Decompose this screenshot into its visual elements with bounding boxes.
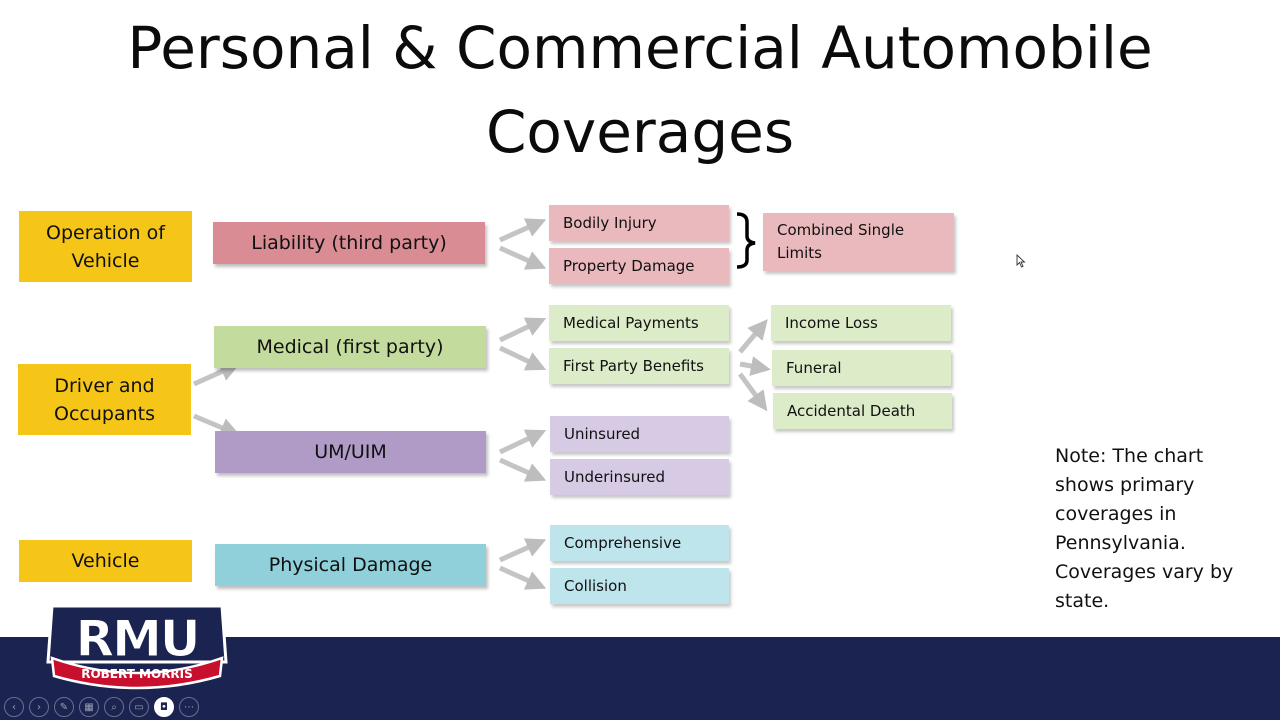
- sub-label: Funeral: [786, 359, 842, 377]
- category-label: Vehicle: [71, 550, 140, 572]
- arrow-fpb-death: [737, 372, 768, 412]
- brace: [736, 212, 756, 269]
- coverage-label: UM/UIM: [314, 441, 387, 463]
- svg-text:RMU: RMU: [76, 610, 199, 668]
- arrow-liability-bodily: [498, 218, 547, 243]
- next-icon[interactable]: ›: [29, 697, 49, 717]
- sub-bodily-injury: Bodily Injury: [549, 205, 729, 241]
- sub-property-damage: Property Damage: [549, 248, 729, 284]
- coverage-medical: Medical (first party): [214, 326, 486, 368]
- sub-first-party-benefits: First Party Benefits: [549, 348, 729, 384]
- note-text: Note: The chart shows primary coverages …: [1055, 445, 1234, 612]
- sub-label: Collision: [564, 577, 627, 595]
- arrow-liability-property: [498, 245, 547, 270]
- subtitles-icon[interactable]: ▭: [129, 697, 149, 717]
- sub-label: Accidental Death: [787, 402, 916, 420]
- sub-collision: Collision: [550, 568, 729, 604]
- category-driver-and-occupants: Driver and Occupants: [18, 364, 191, 435]
- sub-label: First Party Benefits: [563, 357, 704, 375]
- slide-title-line-1: Personal & Commercial Automobile: [127, 14, 1153, 82]
- sub-underinsured: Underinsured: [550, 459, 729, 495]
- prev-icon[interactable]: ‹: [4, 697, 24, 717]
- arrow-medical-fpb: [498, 345, 547, 371]
- pen-icon[interactable]: ✎: [54, 697, 74, 717]
- camera-icon[interactable]: ◘: [154, 697, 174, 717]
- slides-icon[interactable]: ▦: [79, 697, 99, 717]
- arrow-driver-medical: [192, 362, 241, 387]
- coverage-label: Medical (first party): [256, 336, 444, 358]
- arrow-physical-collision: [498, 565, 547, 590]
- sub-uninsured: Uninsured: [550, 416, 729, 452]
- rmu-logo: RMU ROBERT MORRIS: [46, 604, 228, 690]
- more-icon[interactable]: ⋯: [179, 697, 199, 717]
- arrow-umuim-uninsured: [498, 429, 547, 455]
- sub-label: Bodily Injury: [563, 214, 657, 232]
- arrow-physical-comprehensive: [498, 538, 547, 563]
- sub-accidental-death: Accidental Death: [773, 393, 952, 429]
- sub-label: Medical Payments: [563, 314, 699, 332]
- sub-medical-payments: Medical Payments: [549, 305, 729, 341]
- sub-label: Combined Single Limits: [777, 221, 905, 262]
- mouse-cursor-icon: [1016, 254, 1026, 268]
- sub-label: Property Damage: [563, 257, 695, 275]
- coverage-um-uim: UM/UIM: [215, 431, 486, 473]
- arrow-fpb-funeral: [739, 356, 771, 376]
- sub-comprehensive: Comprehensive: [550, 525, 729, 561]
- sub-label: Underinsured: [564, 468, 665, 486]
- sub-funeral: Funeral: [772, 350, 951, 386]
- arrow-fpb-income: [738, 319, 768, 354]
- category-label: Operation of Vehicle: [46, 221, 165, 272]
- sub-combined-single-limits: Combined Single Limits: [763, 213, 954, 271]
- category-label: Driver and Occupants: [54, 374, 155, 425]
- svg-text:ROBERT MORRIS: ROBERT MORRIS: [81, 667, 193, 681]
- presentation-toolbar: ‹ › ✎ ▦ ⌕ ▭ ◘ ⋯: [4, 697, 199, 717]
- category-operation-of-vehicle: Operation of Vehicle: [19, 211, 192, 282]
- sub-label: Comprehensive: [564, 534, 682, 552]
- sub-label: Uninsured: [564, 425, 641, 443]
- zoom-icon[interactable]: ⌕: [104, 697, 124, 717]
- category-vehicle: Vehicle: [19, 540, 192, 582]
- coverage-liability: Liability (third party): [213, 222, 485, 264]
- arrow-driver-umuim: [193, 413, 241, 437]
- arrow-umuim-underinsured: [498, 457, 547, 482]
- slide-title-line-2: Coverages: [485, 98, 795, 166]
- coverage-physical-damage: Physical Damage: [215, 544, 486, 586]
- coverage-label: Liability (third party): [251, 232, 447, 254]
- sub-income-loss: Income Loss: [771, 305, 951, 341]
- sub-label: Income Loss: [785, 314, 878, 332]
- coverage-label: Physical Damage: [268, 554, 433, 576]
- arrow-medical-medpay: [498, 317, 547, 343]
